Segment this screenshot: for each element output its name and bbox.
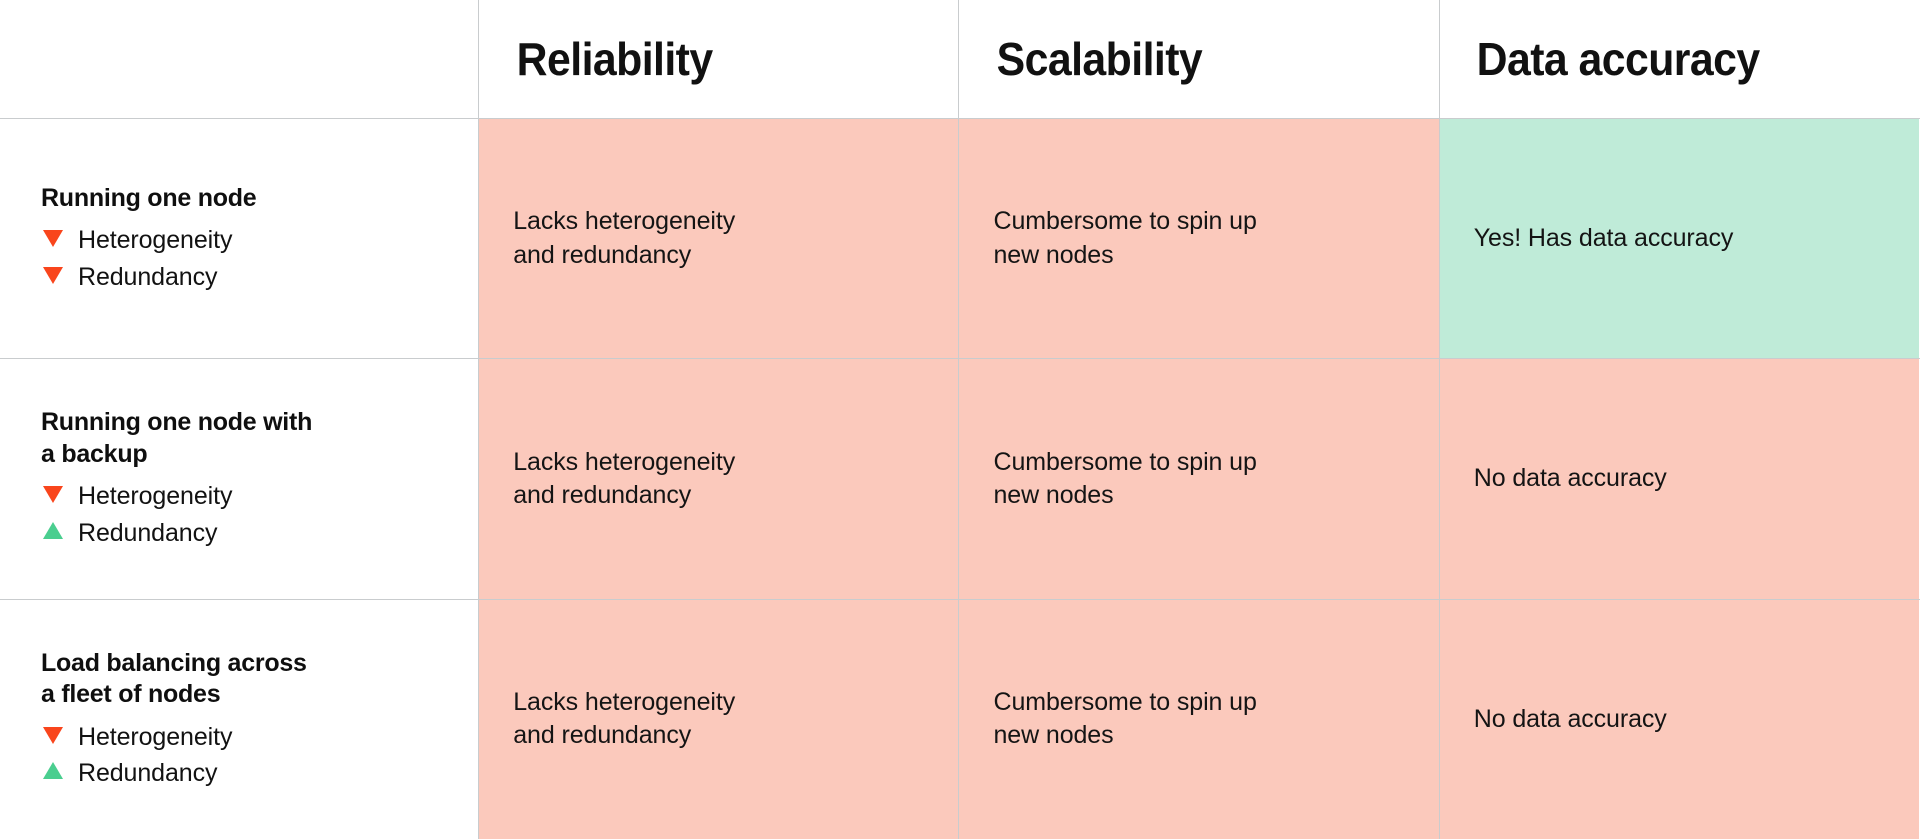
header-row: Reliability Scalability Data accuracy [0,0,1920,119]
matrix-cell-reliability: Lacks heterogeneity and redundancy [478,358,960,600]
matrix-cell-scalability: Cumbersome to spin up new nodes [958,358,1440,600]
cell-text: Cumbersome to spin up new nodes [993,447,1257,509]
row-title: Running one node [41,183,257,212]
matrix-cell-data_accuracy: No data accuracy [1438,358,1920,600]
corner-cell [0,0,480,119]
row-title: Running one node with a backup [41,408,313,468]
cell-text: Lacks heterogeneity and redundancy [513,447,736,509]
indicator-heterogeneity: Heterogeneity [41,479,454,514]
matrix-cell-data_accuracy: No data accuracy [1438,598,1920,840]
indicator-heterogeneity: Heterogeneity [41,223,454,258]
cell-text: Cumbersome to spin up new nodes [993,688,1257,750]
indicator-label: Heterogeneity [78,482,233,511]
indicator-label: Redundancy [78,518,218,547]
cell-text: No data accuracy [1473,464,1667,493]
matrix-cell-reliability: Lacks heterogeneity and redundancy [478,117,960,360]
indicator-label: Redundancy [78,759,218,788]
indicator-redundancy: Redundancy [41,516,454,551]
triangle-down-icon [41,264,65,291]
indicator-label: Redundancy [78,262,218,291]
matrix-cell-data_accuracy: Yes! Has data accuracy [1438,117,1920,360]
triangle-down-icon [41,724,65,751]
row-title: Load balancing across a fleet of nodes [41,648,307,709]
indicator-redundancy: Redundancy [41,260,454,295]
cell-text: Lacks heterogeneity and redundancy [513,688,736,750]
cell-text: Cumbersome to spin up new nodes [993,207,1257,269]
indicator-redundancy: Redundancy [41,756,454,791]
column-header-data-accuracy: Data accuracy [1438,0,1887,119]
indicator-label: Heterogeneity [78,722,233,751]
matrix-cell-scalability: Cumbersome to spin up new nodes [958,598,1440,840]
cell-text: No data accuracy [1473,704,1667,733]
triangle-up-icon [41,520,65,547]
matrix-cell-reliability: Lacks heterogeneity and redundancy [478,598,960,840]
triangle-down-icon [41,227,65,254]
triangle-up-icon [41,760,65,787]
matrix-cell-scalability: Cumbersome to spin up new nodes [958,117,1440,360]
indicator-label: Heterogeneity [78,226,233,255]
cell-text: Yes! Has data accuracy [1473,224,1734,253]
indicator-heterogeneity: Heterogeneity [41,720,454,755]
column-header-reliability: Reliability [478,0,926,119]
cell-text: Lacks heterogeneity and redundancy [513,207,736,269]
column-header-scalability: Scalability [958,0,1407,119]
triangle-down-icon [41,483,65,510]
table-header: Reliability Scalability Data accuracy [0,0,1920,119]
